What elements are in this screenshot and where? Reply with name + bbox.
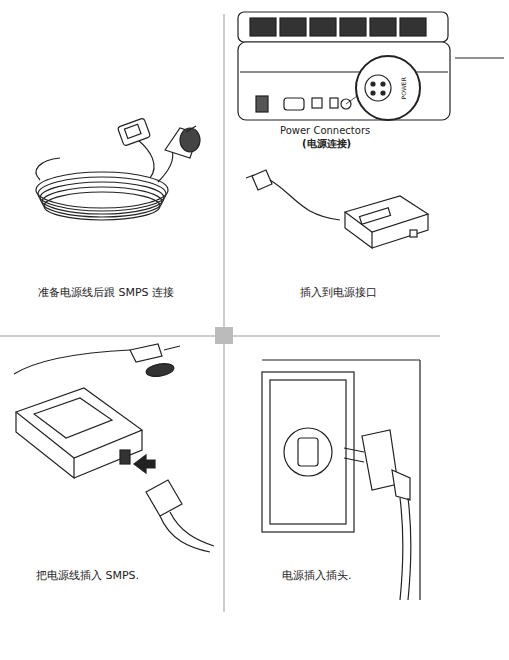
coiled-cable [36, 118, 200, 220]
figure-caption: (电源连接) [302, 138, 351, 149]
smps-insert [14, 344, 214, 552]
divider [224, 14, 225, 612]
step-caption: 把电源线插入 SMPS. [36, 570, 139, 582]
page-tab [215, 327, 233, 344]
step-caption: 电源插入插头. [282, 570, 352, 582]
step-caption: 准备电源线后跟 SMPS 连接 [38, 287, 174, 299]
device [238, 12, 504, 120]
power-adapter [246, 170, 428, 248]
figure-caption: Power Connectors [280, 125, 370, 136]
wall-outlet [262, 360, 420, 600]
port-name: POWER [401, 77, 408, 99]
step-caption: 插入到电源接口 [300, 287, 377, 299]
